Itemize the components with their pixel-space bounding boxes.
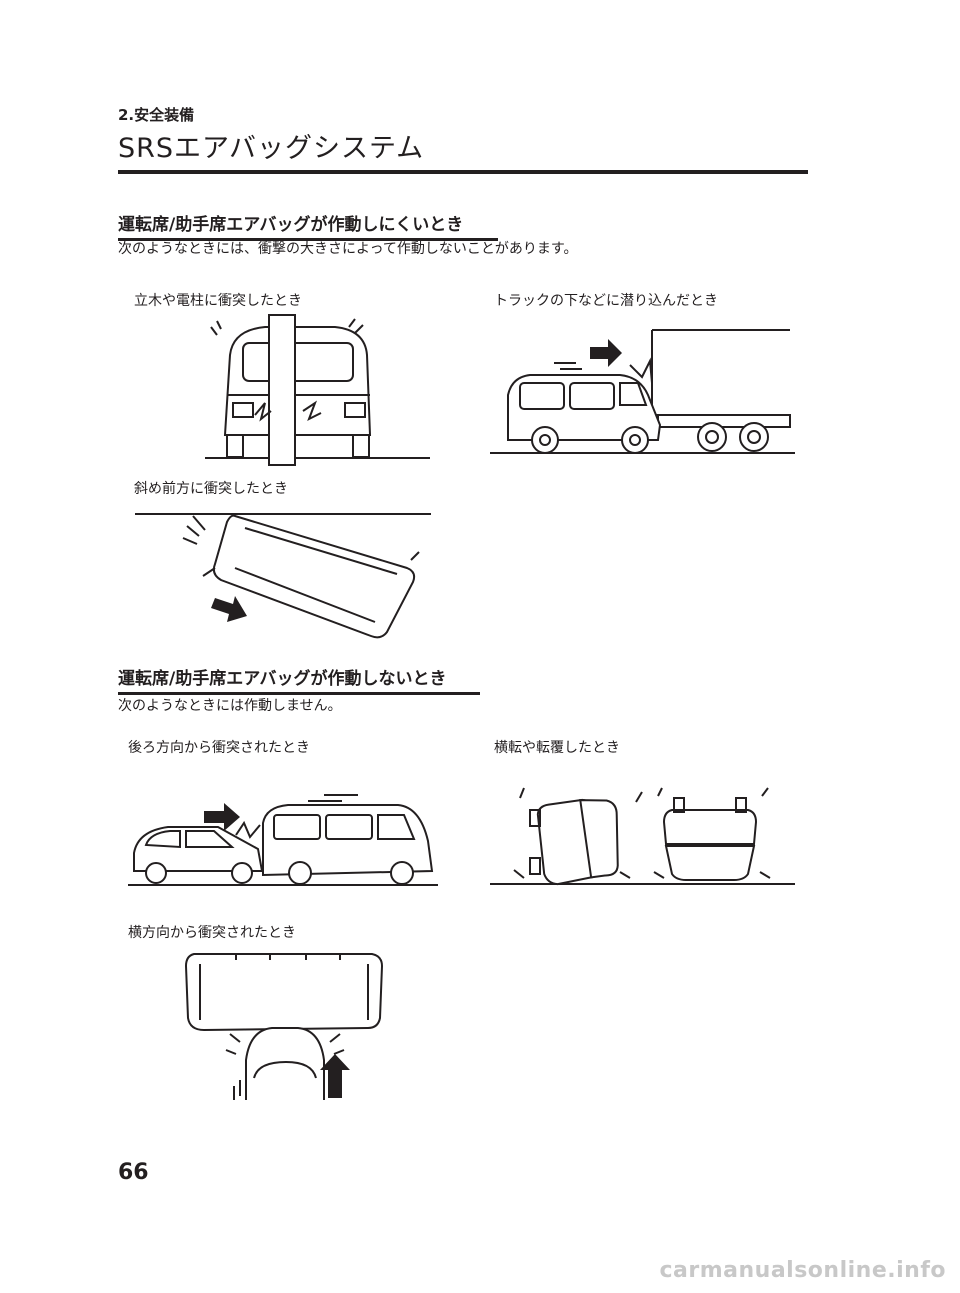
caption-rollover: 横転や転覆したとき [494, 740, 620, 756]
caption-side-collision: 横方向から衝突されたとき [128, 925, 296, 941]
caption-diagonal-collision: 斜め前方に衝突したとき [134, 481, 288, 497]
section-description-no-deploy: 次のようなときには作動しません。 [118, 698, 342, 714]
section-heading-no-deploy: 運転席/助手席エアバッグが作動しないとき [118, 664, 480, 695]
illustration-rear-collision [128, 795, 438, 890]
section-description-hard-to-deploy: 次のようなときには、衝撃の大きさによって作動しないことがあります。 [118, 241, 578, 257]
illustration-rollover [490, 788, 795, 888]
illustration-pole-collision [205, 315, 430, 465]
illustration-diagonal-collision [135, 508, 435, 643]
watermark: carmanualsonline.info [659, 1258, 946, 1283]
caption-truck-underride: トラックの下などに潜り込んだとき [494, 293, 718, 309]
section-heading-hard-to-deploy: 運転席/助手席エアバッグが作動しにくいとき [118, 210, 498, 241]
page-number: 66 [118, 1160, 149, 1185]
illustration-truck-underride [490, 325, 795, 460]
illustration-side-collision [180, 950, 385, 1100]
title-rule [118, 170, 808, 174]
page-title: SRSエアバッグシステム [118, 133, 425, 164]
chapter-label: 2.安全装備 [118, 106, 195, 124]
caption-rear-collision: 後ろ方向から衝突されたとき [128, 740, 310, 756]
caption-pole-collision: 立木や電柱に衝突したとき [134, 293, 302, 309]
